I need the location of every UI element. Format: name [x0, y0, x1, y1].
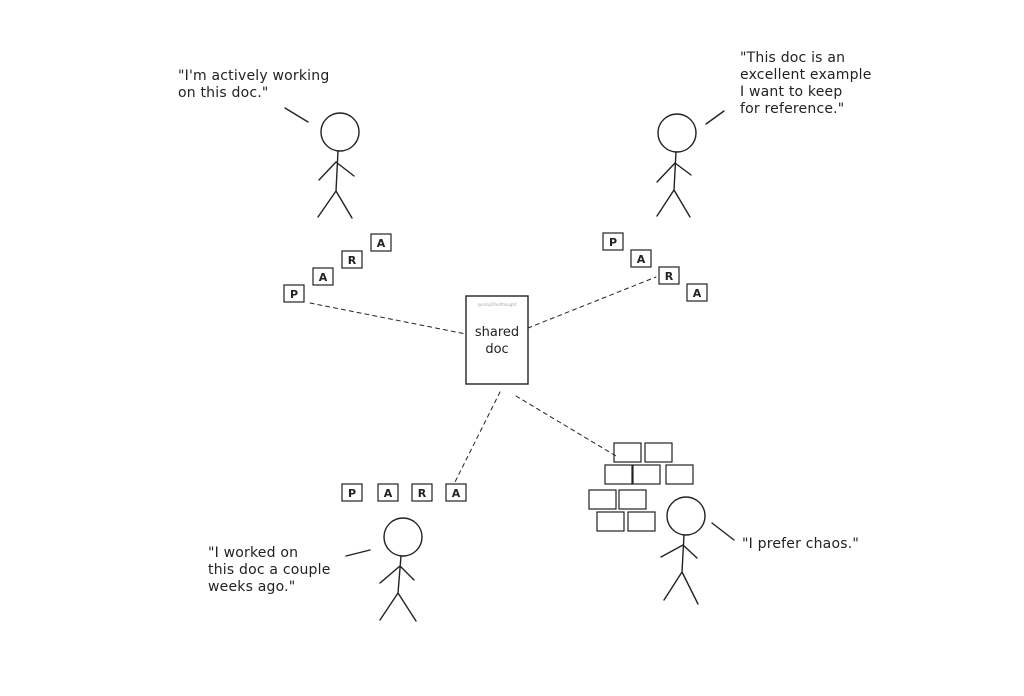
para-tile-letter: A [319, 271, 328, 284]
speech-pointer [284, 107, 309, 123]
blank-tile [644, 442, 673, 463]
para-tile-letter: R [418, 487, 427, 500]
connector-top-right [527, 276, 657, 329]
para-tile-border [312, 267, 334, 286]
para-tile-letter: P [348, 487, 356, 500]
para-tile-border [370, 233, 392, 252]
blank-tile [596, 511, 625, 532]
para-tile: A [630, 249, 652, 268]
blank-tile [632, 464, 661, 485]
para-tile-letter: A [452, 487, 461, 500]
para-tile: A [312, 267, 334, 286]
para-tile-letter: P [290, 288, 298, 301]
para-tile-border [341, 483, 363, 502]
para-tile-border [411, 483, 433, 502]
quote-top-left: "I'm actively working on this doc." [178, 68, 330, 101]
para-tile-border [602, 232, 624, 251]
para-tile-border [686, 283, 708, 302]
para-tile-letter: R [348, 254, 357, 267]
quote-top-right: "This doc is an excellent example I want… [740, 50, 872, 117]
para-tiles-top-right: P A R A [602, 232, 708, 302]
para-tile: R [341, 250, 363, 269]
stick-figure-top-left [284, 107, 360, 219]
shared-doc-page [465, 295, 529, 385]
para-tile-letter: R [665, 270, 674, 283]
para-tile: R [411, 483, 433, 502]
para-tile-border [341, 250, 363, 269]
shared-doc-watermark: @simplifiedthought [477, 302, 517, 307]
para-tile-letter: A [384, 487, 393, 500]
stick-figure-bottom-left [345, 517, 423, 622]
dashed-connectors [309, 276, 657, 485]
connector-bottom-right [515, 395, 617, 457]
stick-figure-top-right [656, 110, 725, 218]
para-tiles-top-left: P A R A [283, 233, 392, 303]
quote-bottom-right: "I prefer chaos." [742, 536, 860, 552]
para-tile-letter: P [609, 236, 617, 249]
para-tile-border [630, 249, 652, 268]
para-tile: P [283, 284, 305, 303]
head [320, 112, 360, 152]
para-tile: R [658, 266, 680, 285]
blank-tile [604, 464, 633, 485]
speech-pointer [345, 549, 371, 557]
shared-doc-label-line2: doc [485, 342, 508, 357]
head [657, 113, 697, 153]
blank-tile [618, 489, 647, 510]
para-tile-border [658, 266, 680, 285]
para-tile: P [602, 232, 624, 251]
para-tile-border [445, 483, 467, 502]
shared-doc-label-line1: shared [475, 325, 519, 340]
connector-bottom-left [453, 391, 501, 485]
para-tile: A [370, 233, 392, 252]
para-tile-letter: A [377, 237, 386, 250]
head [666, 496, 706, 536]
speech-pointer [711, 522, 735, 541]
para-tile-letter: A [637, 253, 646, 266]
quote-bottom-left: "I worked on this doc a couple weeks ago… [208, 545, 331, 595]
blank-tile [613, 442, 642, 463]
para-tile: A [445, 483, 467, 502]
stick-figure-bottom-right [660, 496, 735, 605]
blank-tile [588, 489, 617, 510]
para-tile-border [283, 284, 305, 303]
shared-doc [465, 295, 529, 385]
para-tile: A [686, 283, 708, 302]
para-tile-letter: A [693, 287, 702, 300]
connector-top-left [309, 302, 467, 335]
head [383, 517, 423, 557]
chaos-tile-pile [588, 442, 694, 532]
speech-pointer [705, 110, 725, 125]
blank-tile [627, 511, 656, 532]
para-tile: P [341, 483, 363, 502]
para-tile: A [377, 483, 399, 502]
para-tile-border [377, 483, 399, 502]
blank-tile [665, 464, 694, 485]
